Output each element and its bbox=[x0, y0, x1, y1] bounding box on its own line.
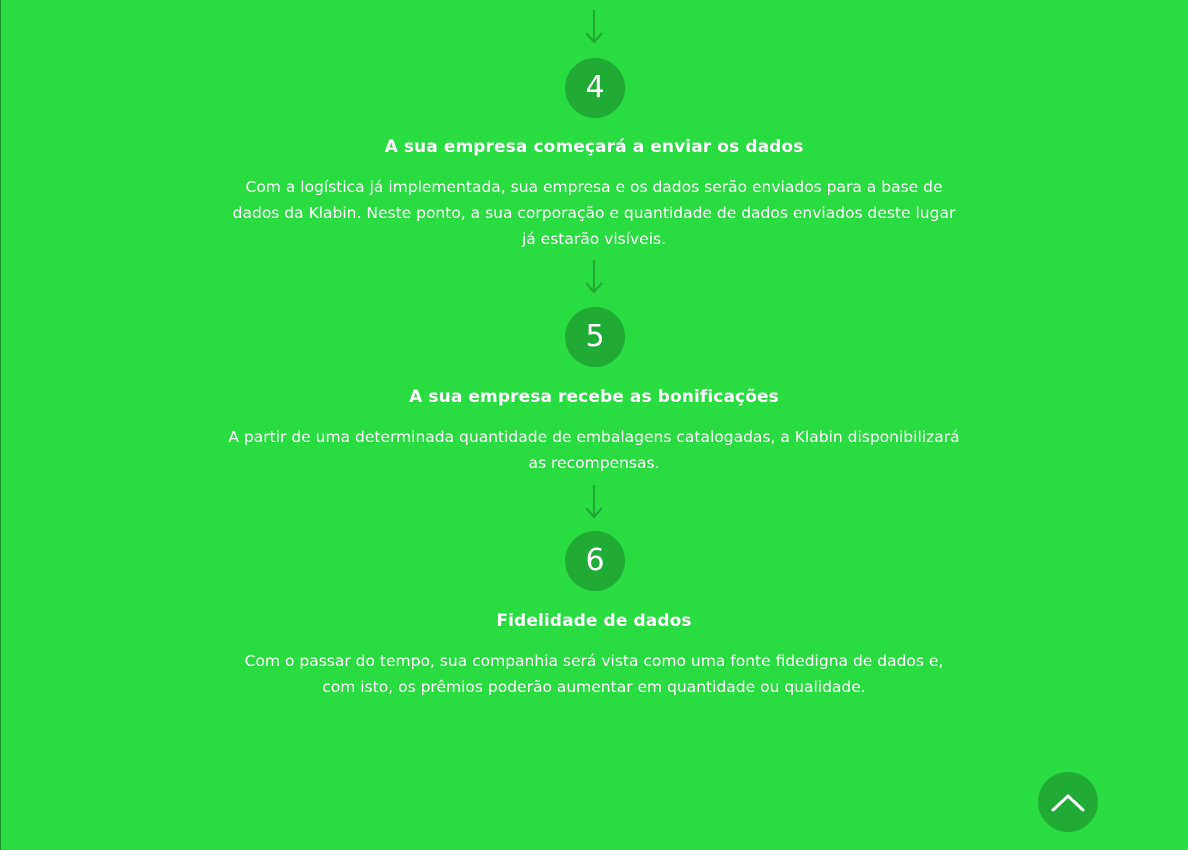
arrow-down-icon bbox=[584, 260, 604, 294]
step-description: Com o passar do tempo, sua companhia ser… bbox=[244, 652, 944, 696]
chevron-up-icon bbox=[1051, 794, 1085, 812]
step-number-badge: 5 bbox=[565, 307, 625, 367]
left-edge-divider bbox=[0, 0, 1, 850]
step-number-badge: 4 bbox=[565, 58, 625, 118]
step-description: Com a logística já implementada, sua emp… bbox=[232, 178, 956, 248]
step-description: A partir de uma determinada quantidade d… bbox=[228, 428, 960, 472]
step-title: A sua empresa recebe as bonificações bbox=[409, 387, 779, 407]
step-title: A sua empresa começará a enviar os dados bbox=[384, 137, 804, 157]
step-number-badge: 6 bbox=[565, 531, 625, 591]
step-title: Fidelidade de dados bbox=[496, 611, 692, 631]
scroll-to-top-button[interactable] bbox=[1038, 772, 1098, 832]
arrow-down-icon bbox=[584, 10, 604, 44]
arrow-down-icon bbox=[584, 485, 604, 519]
